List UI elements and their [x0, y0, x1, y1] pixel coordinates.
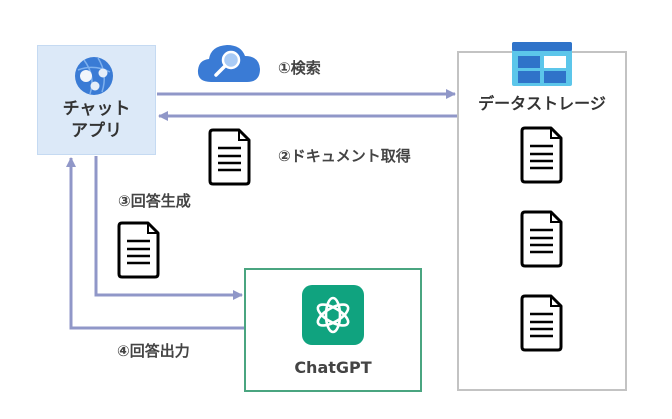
stored-document-icon: [520, 126, 563, 184]
chat-app-label-line1: チャット: [62, 99, 131, 119]
step-2-label: ②ドキュメント取得: [278, 147, 411, 165]
arrow-answer-output: [66, 157, 244, 330]
stored-document-icon: [520, 294, 563, 352]
chatgpt-label: ChatGPT: [294, 358, 372, 377]
document-icon: [208, 128, 251, 186]
web-app-globe-icon: [75, 57, 113, 95]
step-3-label: ③回答生成: [118, 192, 191, 210]
cognitive-search-cloud-icon: [197, 45, 260, 82]
stored-document-icon: [520, 210, 563, 268]
step-4-label: ④回答出力: [117, 342, 190, 360]
data-storage-label: データストレージ: [478, 94, 606, 113]
document-icon: [117, 221, 160, 279]
chat-app-label-line2: アプリ: [71, 121, 122, 141]
step-1-label: ①検索: [278, 59, 321, 77]
chat-app-label: チャット アプリ: [37, 98, 156, 142]
arrow-answer-generation: [94, 156, 243, 300]
openai-logo-icon: [302, 285, 364, 345]
storage-table-icon: [512, 42, 572, 86]
